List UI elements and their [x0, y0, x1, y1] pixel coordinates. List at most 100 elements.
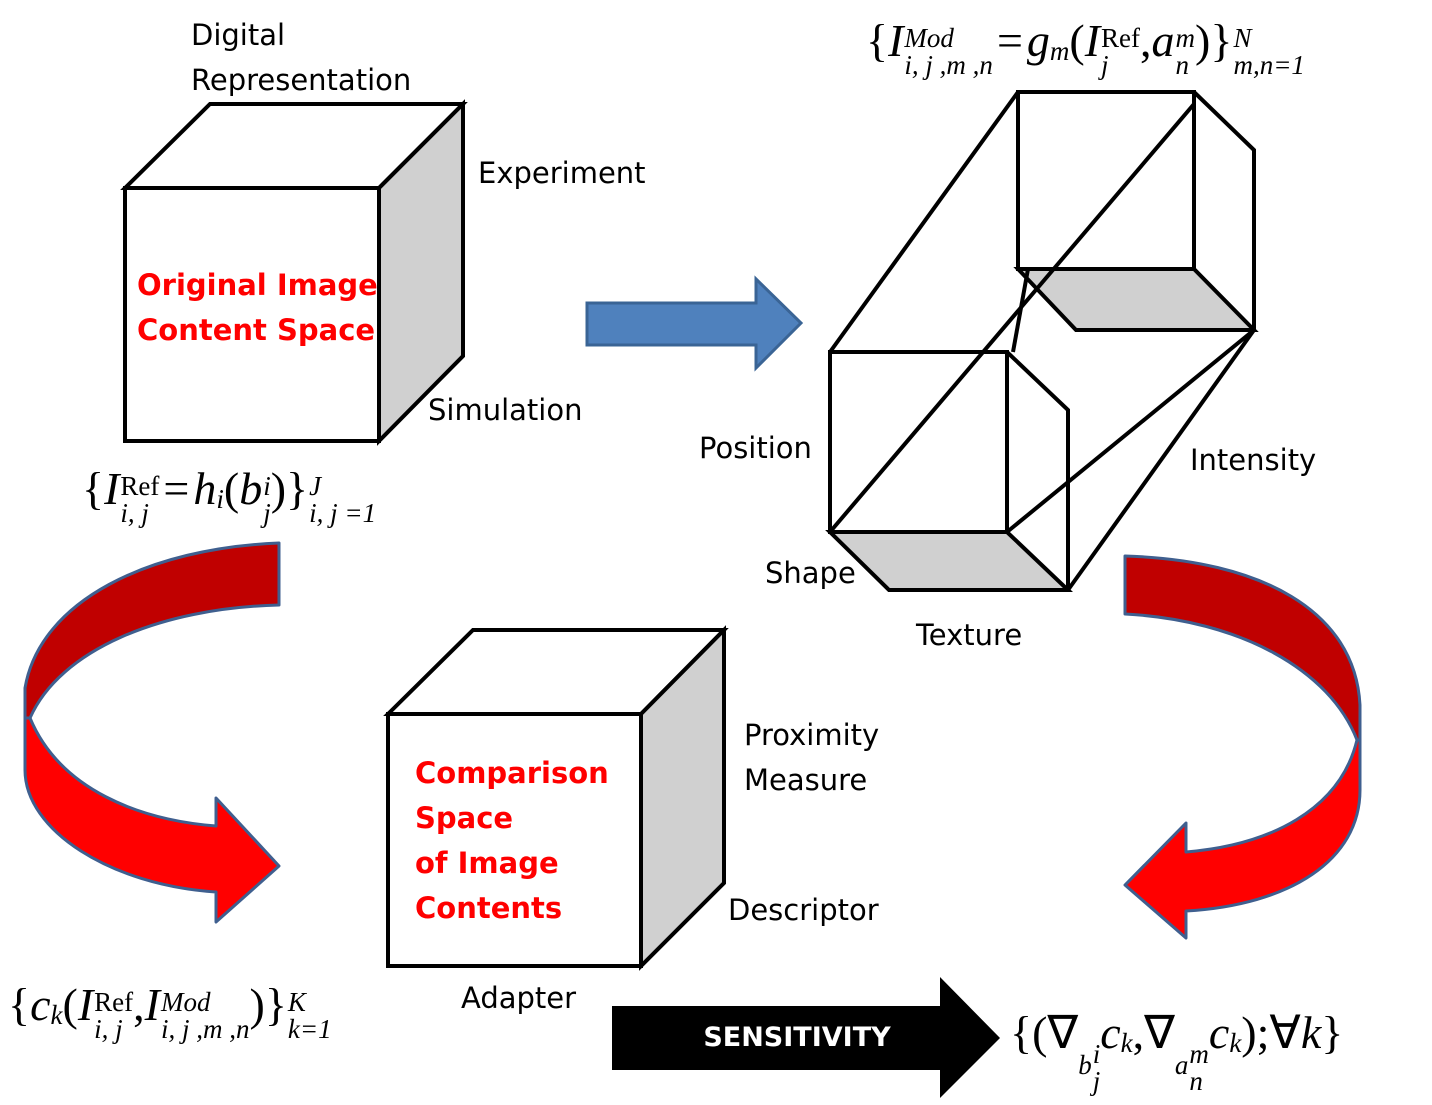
f4-semi: ); [1241, 1007, 1270, 1058]
comparison-cube-title-line2: Space [415, 801, 514, 835]
f2-ijmn: i, j ,m ,n [904, 50, 993, 81]
front-cube-front [828, 350, 1009, 534]
f4-open: {( [1010, 1007, 1048, 1058]
label-simulation: Simulation [428, 393, 583, 427]
back-cube-front [1016, 90, 1196, 271]
f2-mod: Mod [904, 23, 954, 54]
label-digital: Digital [191, 18, 286, 52]
label-shape: Shape [765, 556, 856, 590]
original-cube-title-line1: Original Image [137, 268, 378, 302]
f2-comma: , [1140, 15, 1152, 66]
f1-b: b [239, 463, 263, 514]
f3-ref: Ref [94, 987, 134, 1018]
back-cube-bottom-face [1013, 267, 1259, 332]
f1-bj: j [263, 498, 271, 529]
label-position: Position [699, 431, 812, 465]
f2-an: n [1175, 50, 1190, 81]
f2-j: j [1101, 50, 1109, 81]
comparison-cube-title-line4: Contents [415, 891, 563, 925]
f2-eq: = [996, 15, 1023, 66]
f4-nabla2: ∇ [1144, 1007, 1175, 1058]
sensitivity-label: SENSITIVITY [703, 1022, 891, 1053]
f1-hi: i [216, 484, 224, 515]
f2-I: I [888, 15, 904, 66]
f1-rp: ) [270, 463, 287, 514]
right-curved-arrow-upper [1123, 554, 1362, 742]
f2-a: a [1151, 15, 1175, 66]
f2-I2: I [1084, 15, 1101, 66]
comparison-cube-title-line3: of Image [415, 846, 559, 880]
f2-N: N [1233, 23, 1252, 54]
f3-I2: I [144, 979, 160, 1030]
f3-k1: k=1 [287, 1014, 332, 1045]
f1-ref: Ref [120, 471, 160, 502]
f3-I: I [77, 979, 94, 1030]
label-representation: Representation [191, 63, 412, 97]
f4-k2: k [1229, 1028, 1242, 1059]
f4-a: a [1174, 1050, 1189, 1081]
f4-rbrace: } [1321, 1007, 1344, 1058]
f2-gm: m [1049, 36, 1070, 67]
original-cube [120, 99, 468, 446]
f4-c1: c [1100, 1007, 1121, 1058]
f3-ijmn: i, j ,m ,n [160, 1014, 250, 1045]
f2-lp: ( [1069, 15, 1085, 66]
f4-comma: , [1132, 1007, 1145, 1058]
f2-rp: ) [1195, 15, 1211, 66]
f1-eq: = [163, 463, 190, 514]
f2-g: g [1026, 15, 1050, 66]
f1-lp: ( [223, 463, 240, 514]
f1-ij: i, j [120, 498, 149, 529]
f2-ref: Ref [1101, 23, 1141, 54]
f1-ij1: i, j =1 [309, 498, 377, 529]
sensitivity-arrow [612, 977, 1000, 1098]
f1-J: J [309, 471, 322, 502]
comparison-cube-front-face [386, 712, 643, 968]
transform-arrow [585, 275, 804, 372]
f4-nabla1: ∇ [1047, 1007, 1079, 1058]
comparison-cube-title-line1: Comparison [415, 756, 609, 790]
f1-rbrace: } [286, 463, 309, 514]
f1-lbrace: { [82, 463, 105, 514]
label-adapter: Adapter [461, 981, 577, 1015]
f4-forall: ∀ [1269, 1007, 1301, 1058]
label-measure: Measure [744, 763, 868, 797]
f4-am: m [1189, 1038, 1209, 1069]
f1-bi: i [263, 471, 271, 502]
f2-lbrace: { [866, 15, 889, 66]
f4-k1: k [1120, 1028, 1133, 1059]
f1-I: I [104, 463, 120, 514]
f4-c2: c [1208, 1007, 1230, 1058]
comparison-cube [383, 625, 729, 971]
f2-am: m [1175, 23, 1196, 54]
original-cube-front-face [123, 186, 381, 443]
f4-bi: i [1092, 1038, 1101, 1069]
f3-rbrace: } [264, 979, 287, 1030]
f3-k: k [50, 1000, 63, 1031]
f1-h: h [193, 463, 217, 514]
f2-mn1: m,n=1 [1233, 50, 1305, 81]
f3-c: c [30, 979, 51, 1030]
left-curved-arrow-upper [23, 541, 281, 720]
label-descriptor: Descriptor [728, 893, 879, 927]
f3-rp: ) [249, 979, 265, 1030]
original-cube-title-line2: Content Space [137, 313, 376, 347]
f2-rbrace: } [1210, 15, 1233, 66]
label-intensity: Intensity [1190, 443, 1317, 477]
left-curved-arrow [23, 541, 281, 924]
modified-space-wireframe [825, 90, 1259, 592]
label-proximity: Proximity [744, 718, 880, 752]
f3-lbrace: { [8, 979, 31, 1030]
f3-K: K [287, 987, 306, 1018]
label-experiment: Experiment [478, 156, 646, 190]
right-curved-arrow [1123, 554, 1362, 940]
f4-k3: k [1300, 1007, 1322, 1058]
f4-bj: j [1092, 1065, 1101, 1096]
f3-ij: i, j [94, 1014, 123, 1045]
front-cube-bottom-face [825, 530, 1074, 592]
